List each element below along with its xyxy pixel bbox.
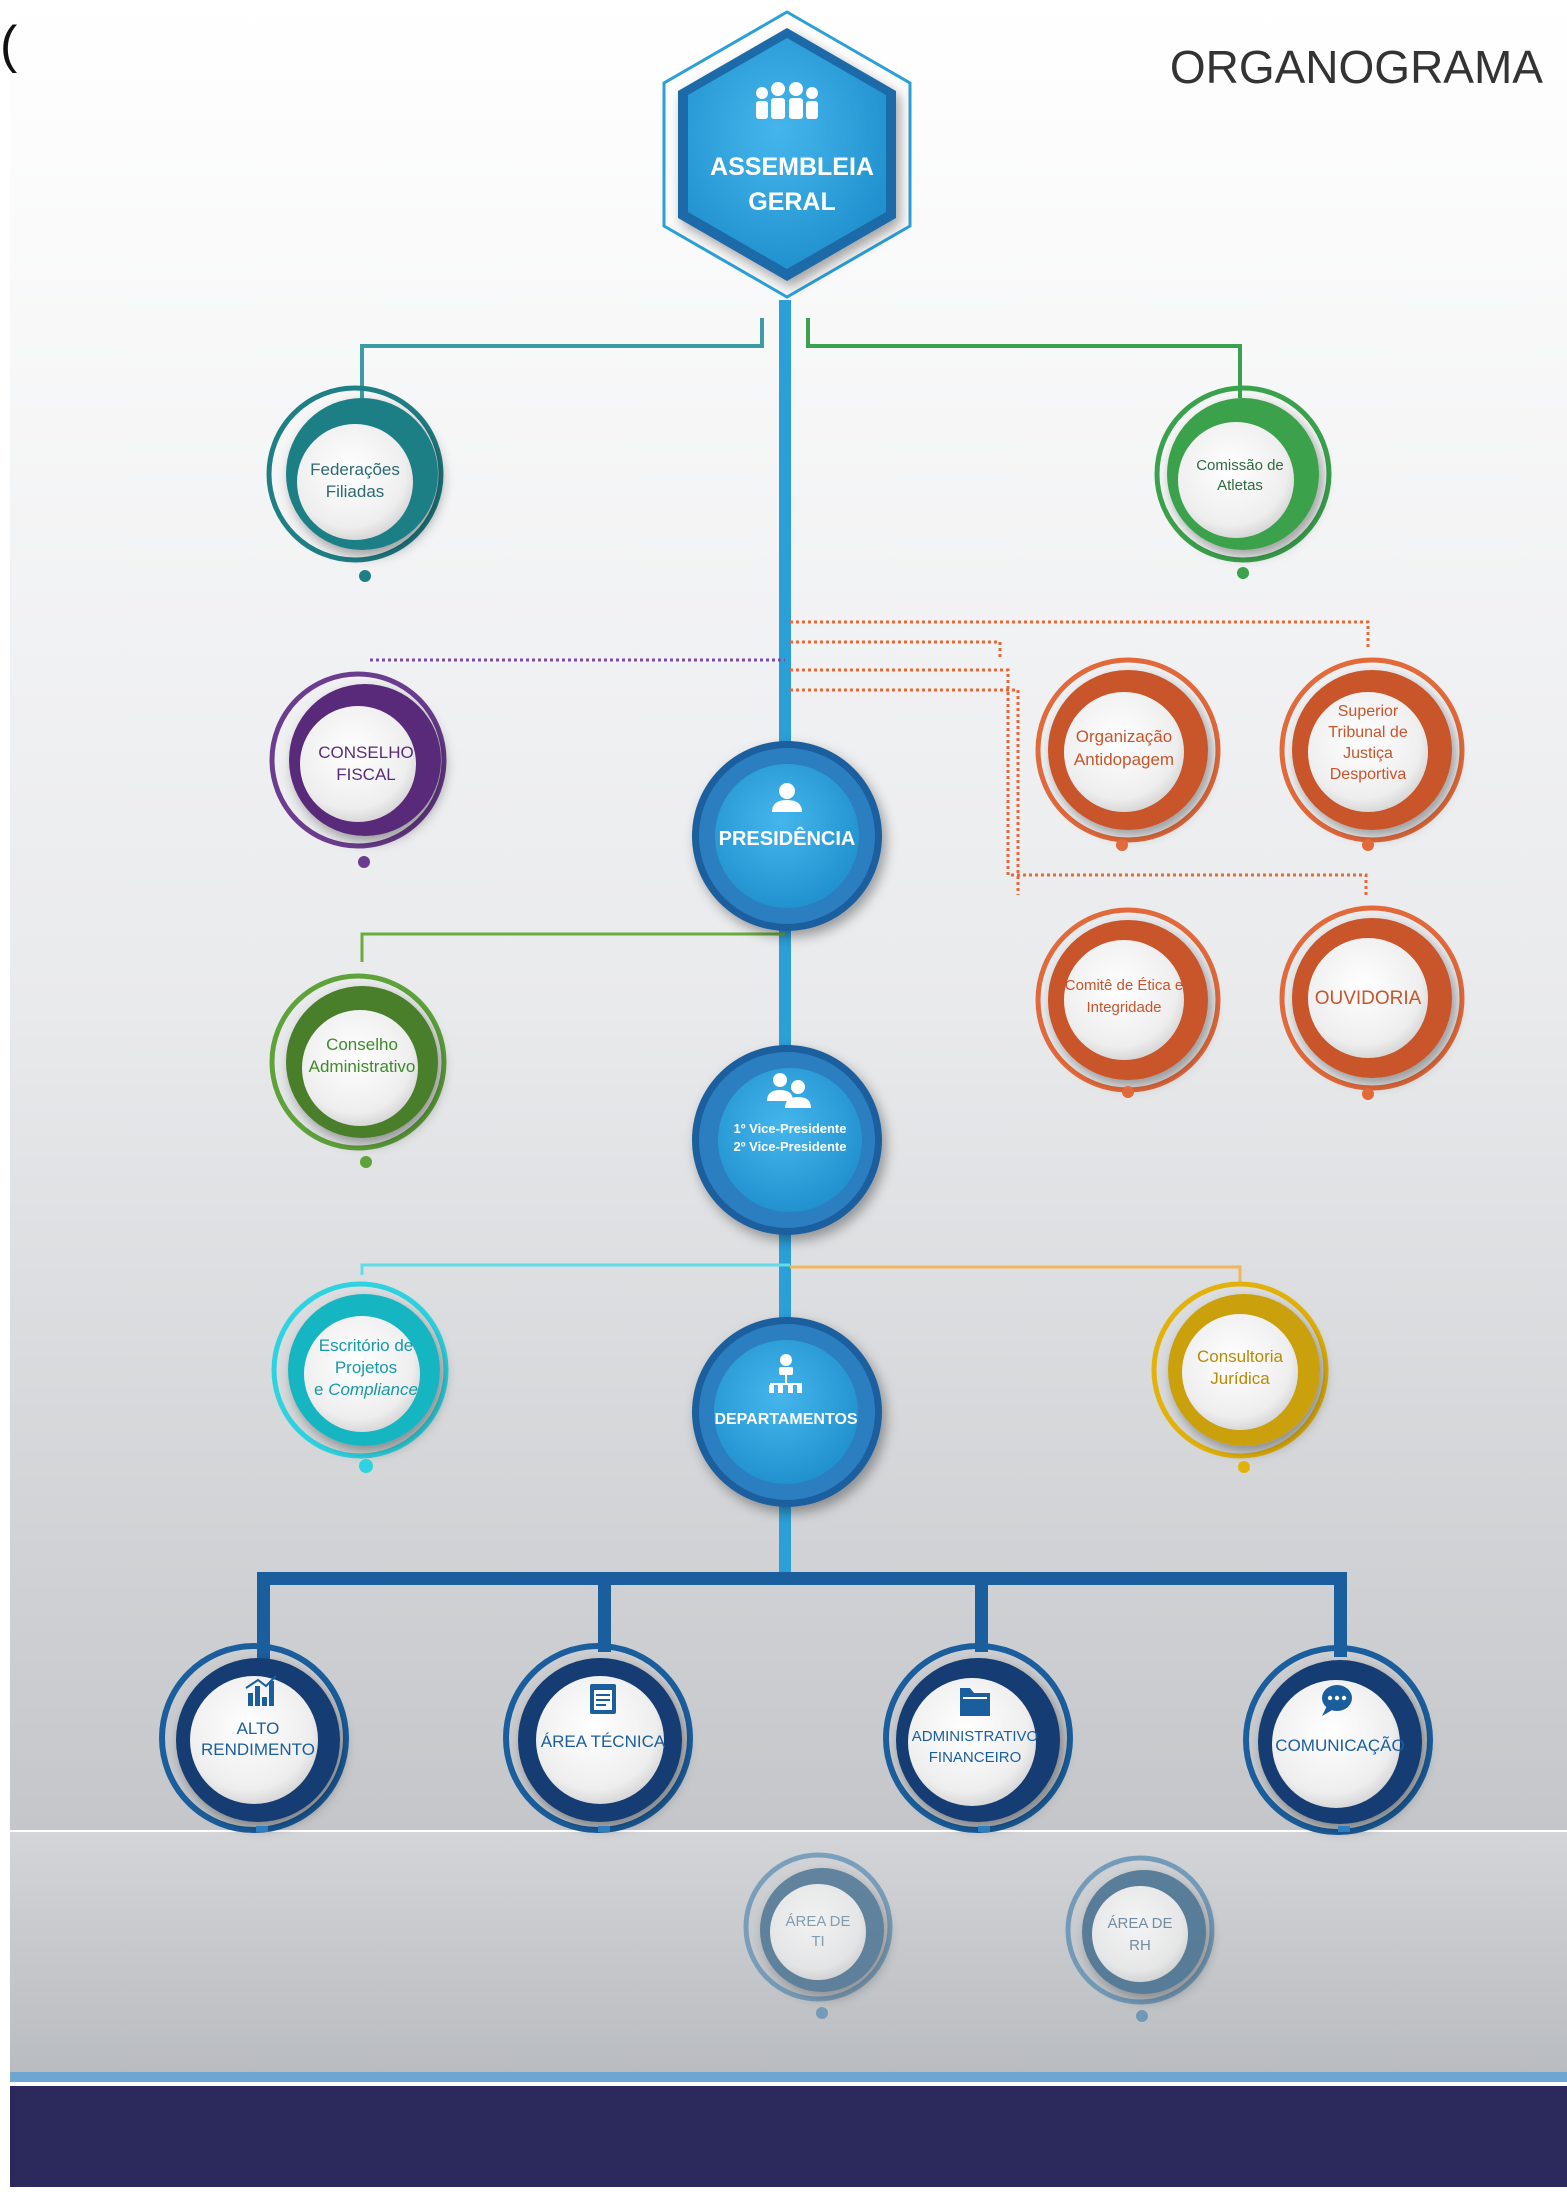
- alto-rendimento-node[interactable]: ALTO RENDIMENTO: [159, 1643, 349, 1833]
- chat-bubble-icon: [1322, 1685, 1352, 1716]
- conselho-admin-label-line1: Conselho: [326, 1035, 398, 1054]
- assembleia-label-line2: GERAL: [748, 188, 836, 216]
- comissao-label-line1: Comissão de: [1196, 457, 1284, 474]
- footer-band: [10, 2086, 1567, 2187]
- superior-label-line4: Desportiva: [1330, 766, 1407, 783]
- comissao-label-line2: Atletas: [1217, 477, 1263, 494]
- connector-lines: [257, 300, 1370, 1667]
- escritorio-label-line1: Escritório de: [319, 1336, 413, 1355]
- area-ti-label-line2: TI: [811, 1933, 824, 1950]
- vice-presidentes-node[interactable]: 1º Vice-Presidente 2º Vice-Presidente: [692, 1045, 882, 1235]
- bar-chart-icon: [245, 1675, 277, 1706]
- folder-icon: [960, 1688, 990, 1716]
- two-people-icon: [767, 1073, 811, 1108]
- comite-etica-node[interactable]: Comitê de Ética e Integridade: [1035, 907, 1221, 1098]
- conselho-fiscal-label-line2: FISCAL: [336, 765, 396, 784]
- corner-fragment: (: [0, 16, 18, 74]
- consultoria-label-line2: Jurídica: [1210, 1369, 1270, 1388]
- area-tecnica-node[interactable]: ÁREA TÉCNICA: [503, 1643, 693, 1833]
- federacoes-label-line2: Filiadas: [326, 482, 385, 501]
- person-icon: [772, 783, 802, 812]
- conselho-fiscal-label-line1: CONSELHO: [318, 743, 413, 762]
- comunicacao-label: COMUNICAÇÃO: [1275, 1736, 1404, 1755]
- comunicacao-node[interactable]: COMUNICAÇÃO: [1243, 1645, 1433, 1835]
- superior-label-line3: Justiça: [1343, 745, 1393, 762]
- superior-label-line2: Tribunal de: [1328, 724, 1408, 741]
- organizacao-antidopagem-node[interactable]: Organização Antidopagem: [1035, 657, 1221, 851]
- presidencia-node[interactable]: PRESIDÊNCIA: [692, 741, 882, 931]
- escritorio-label-line2: Projetos: [335, 1358, 397, 1377]
- superior-label-line1: Superior: [1338, 703, 1399, 720]
- page-title: ORGANOGRAMA: [1170, 41, 1543, 93]
- people-group-icon: [756, 82, 818, 119]
- alto-rendimento-label-line2: RENDIMENTO: [201, 1740, 315, 1759]
- ouvidoria-node[interactable]: OUVIDORIA: [1279, 905, 1465, 1100]
- comissao-atletas-node[interactable]: Comissão de Atletas: [1154, 385, 1332, 579]
- area-rh-label-line2: RH: [1129, 1937, 1151, 1954]
- area-rh-node[interactable]: ÁREA DE RH: [1065, 1855, 1215, 2022]
- comite-label-line2: Integridade: [1086, 999, 1161, 1016]
- blue-stripe: [10, 2072, 1567, 2082]
- departamentos-node[interactable]: DEPARTAMENTOS: [692, 1317, 882, 1507]
- area-rh-label-line1: ÁREA DE: [1107, 1915, 1172, 1932]
- organizacao-label-line2: Antidopagem: [1074, 750, 1174, 769]
- adm-financeiro-label-line2: FINANCEIRO: [929, 1749, 1022, 1766]
- comite-label-line1: Comitê de Ética e: [1065, 977, 1183, 994]
- conselho-admin-label-line2: Administrativo: [309, 1057, 416, 1076]
- adm-financeiro-label-line1: ADMINISTRATIVO: [912, 1728, 1038, 1745]
- presidencia-label: PRESIDÊNCIA: [719, 826, 856, 850]
- conselho-administrativo-node[interactable]: Conselho Administrativo: [269, 973, 447, 1168]
- consultoria-juridica-node[interactable]: Consultoria Jurídica: [1151, 1281, 1329, 1473]
- federacoes-filiadas-node[interactable]: Federações Filiadas: [266, 385, 444, 582]
- departamentos-label: DEPARTAMENTOS: [714, 1411, 857, 1428]
- assembleia-geral-node[interactable]: ASSEMBLEIA GERAL: [662, 10, 912, 299]
- escritorio-projetos-node[interactable]: Escritório de Projetos e Compliance: [271, 1281, 449, 1473]
- conselho-fiscal-node[interactable]: CONSELHO FISCAL: [269, 671, 447, 868]
- cut-connector-dots: [256, 1826, 1350, 1832]
- hierarchy-icon: [769, 1354, 802, 1393]
- area-tecnica-label: ÁREA TÉCNICA: [541, 1732, 666, 1751]
- area-ti-label-line1: ÁREA DE: [785, 1913, 850, 1930]
- federacoes-label-line1: Federações: [310, 460, 400, 479]
- ouvidoria-label: OUVIDORIA: [1315, 988, 1422, 1009]
- vice-label-line2: 2º Vice-Presidente: [734, 1139, 847, 1154]
- superior-tribunal-node[interactable]: Superior Tribunal de Justiça Desportiva: [1279, 657, 1465, 851]
- assembleia-label-line1: ASSEMBLEIA: [710, 153, 874, 181]
- administrativo-financeiro-node[interactable]: ADMINISTRATIVO FINANCEIRO: [883, 1643, 1073, 1833]
- escritorio-label-line3: e Compliance: [314, 1380, 418, 1399]
- clipboard-icon: [590, 1684, 616, 1714]
- consultoria-label-line1: Consultoria: [1197, 1347, 1284, 1366]
- alto-rendimento-label-line1: ALTO: [237, 1719, 280, 1738]
- area-ti-node[interactable]: ÁREA DE TI: [743, 1852, 893, 2019]
- vice-label-line1: 1º Vice-Presidente: [734, 1121, 847, 1136]
- organizacao-label-line1: Organização: [1076, 727, 1172, 746]
